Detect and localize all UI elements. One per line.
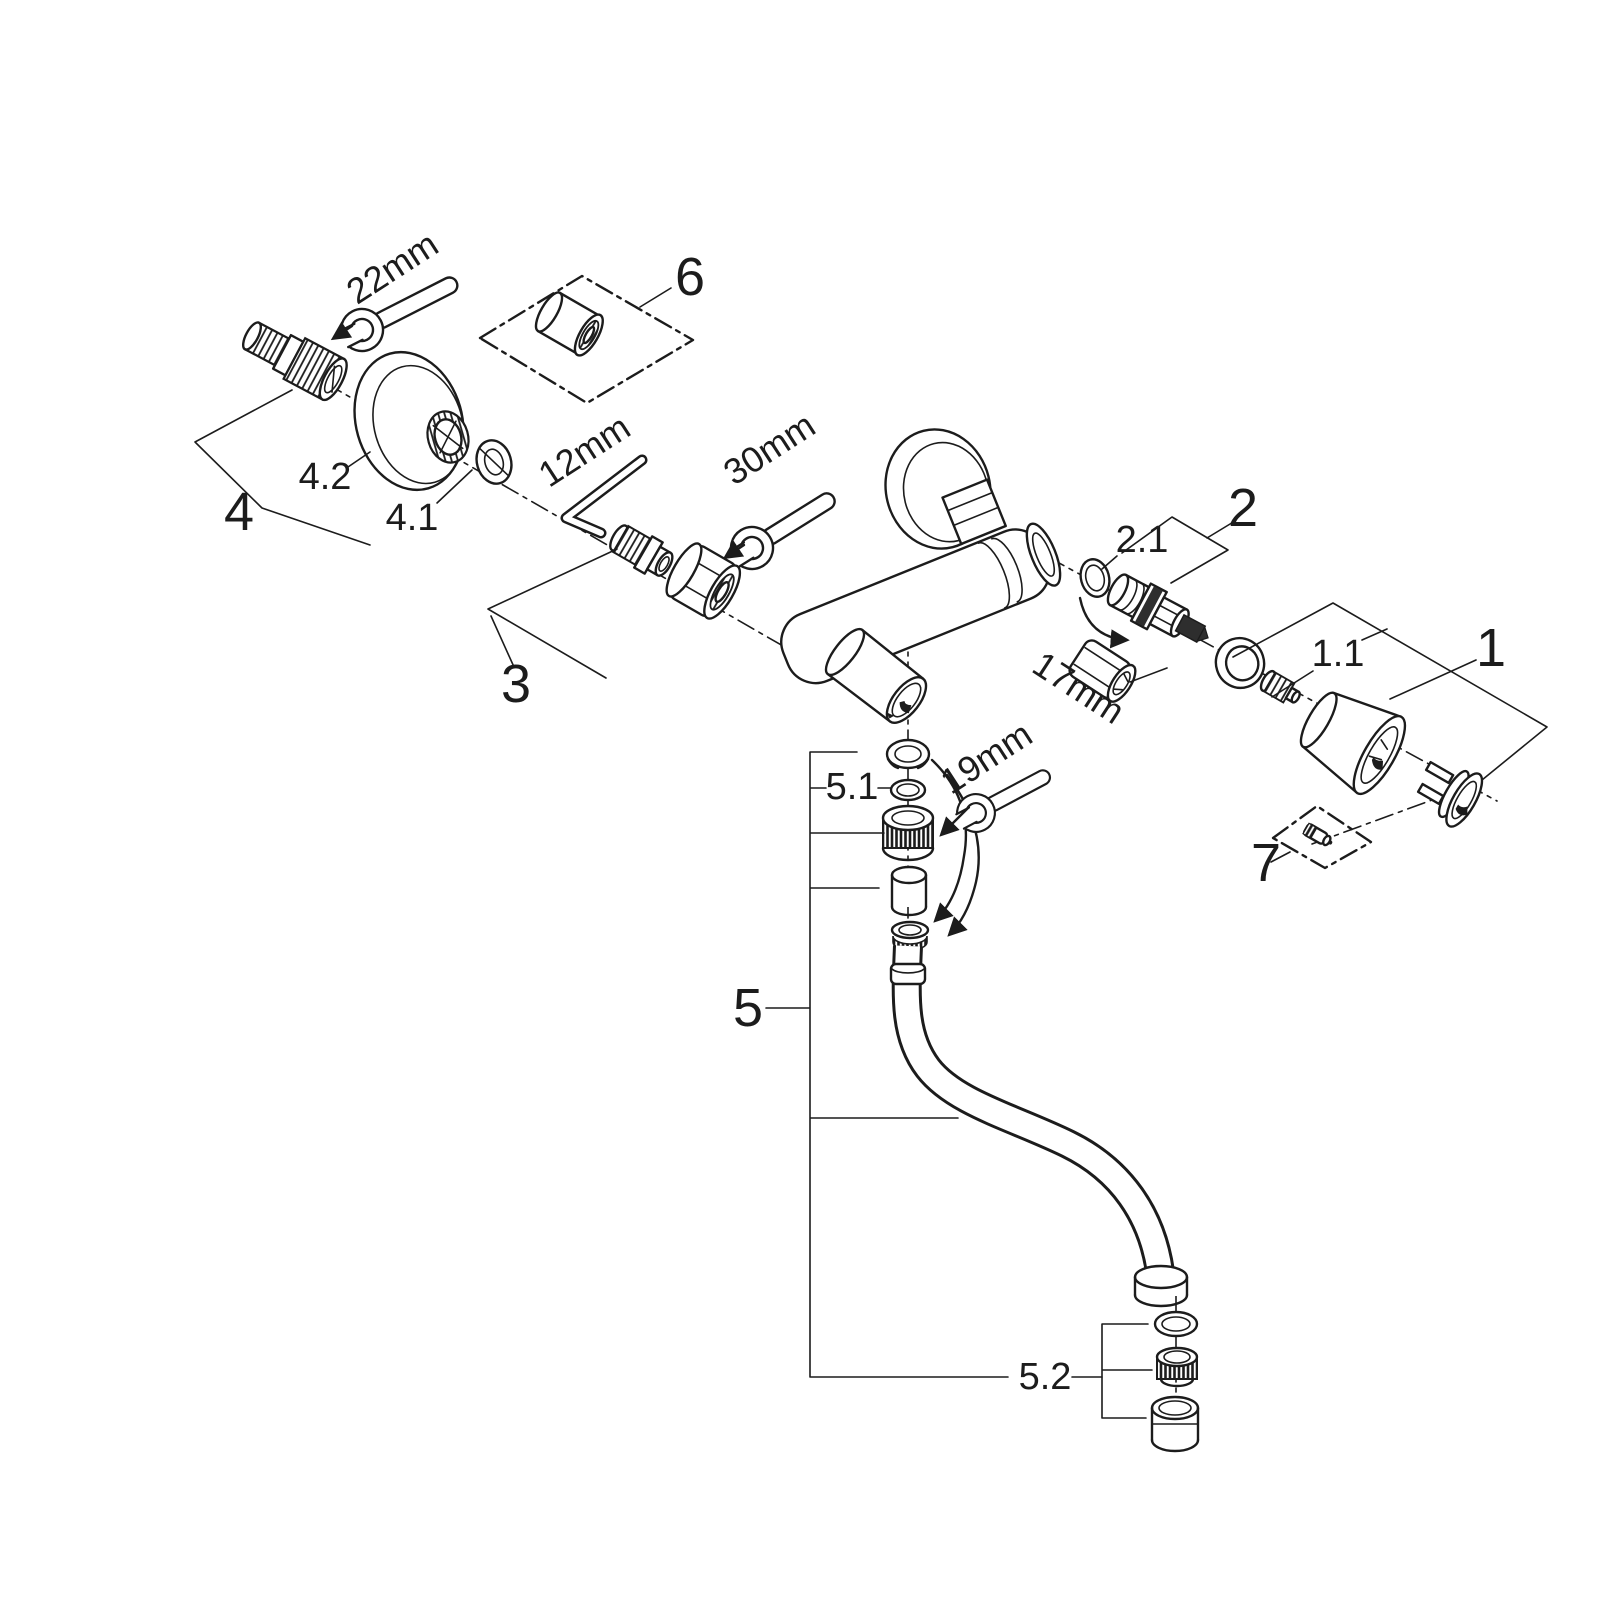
label-part-5: 5: [733, 978, 763, 1038]
body-outlet-cone: [824, 627, 928, 724]
label-part-4-1: 4.1: [386, 497, 439, 539]
cartridge-retaining-ring: [1214, 636, 1266, 690]
spout-slotted-ring: [885, 738, 931, 770]
part-3-threaded-adapter: [609, 524, 674, 577]
part-7-option-frame: [1271, 804, 1373, 870]
callout-lines: [194, 287, 1548, 1419]
spout-sleeve: [890, 865, 928, 917]
part-7-indicator-insert: [1302, 822, 1333, 847]
part-4-1-washer: [475, 439, 513, 485]
label-part-5-1: 5.1: [826, 766, 879, 808]
wrench-19-direction-arrow: [939, 806, 970, 837]
label-part-4: 4: [224, 482, 254, 542]
part-6-option-frame: [478, 274, 695, 405]
spout-end-collar: [1133, 1264, 1189, 1308]
label-part-3: 3: [501, 654, 531, 714]
escutcheon-thread-hole: [426, 410, 470, 464]
label-part-4-2: 4.2: [299, 456, 352, 498]
part-2-valve-cartridge: [1106, 573, 1209, 644]
wrench-30-direction-arrow: [722, 540, 746, 560]
socket-leader-line: [1129, 667, 1168, 683]
label-part-6: 6: [675, 247, 705, 307]
part-1-handle-knob: [1299, 691, 1407, 796]
part-5-spout-tube: [889, 945, 1175, 1275]
socket-17mm-icon: [1068, 639, 1137, 703]
aerator-washer: [1153, 1310, 1199, 1338]
unscrew-arrow-outer: [930, 758, 968, 923]
part-1-1-handle-screw: [1259, 669, 1301, 704]
part-4-s-union-fitting: [241, 321, 348, 402]
spout-union-nut: [881, 804, 935, 862]
label-part-7: 7: [1251, 833, 1281, 893]
labels: 4 4.2 4.1 6 3 2 2.1 1 1.1 7 5 5.1 5.2 22…: [224, 223, 1506, 1398]
cartridge-rotate-arrow: [1078, 596, 1130, 649]
aerator-insert: [1155, 1346, 1199, 1388]
hex-key-12mm-icon: [560, 454, 648, 539]
label-part-2-1: 2.1: [1116, 519, 1169, 561]
part-6-extension-fitting: [534, 291, 604, 357]
part-5-1-o-ring: [889, 778, 927, 802]
label-part-1: 1: [1476, 618, 1506, 678]
label-part-2: 2: [1228, 478, 1258, 538]
handle-cap-plug: [1416, 760, 1484, 828]
label-part-1-1: 1.1: [1312, 633, 1365, 675]
aerator-shell: [1150, 1395, 1200, 1453]
wrench-22-direction-arrow: [330, 321, 354, 341]
label-part-5-2: 5.2: [1019, 1356, 1072, 1398]
body-hex-boss: [941, 478, 1007, 546]
part-3-union-nut: [665, 542, 742, 620]
label-wrench-30mm: 30mm: [716, 404, 822, 493]
